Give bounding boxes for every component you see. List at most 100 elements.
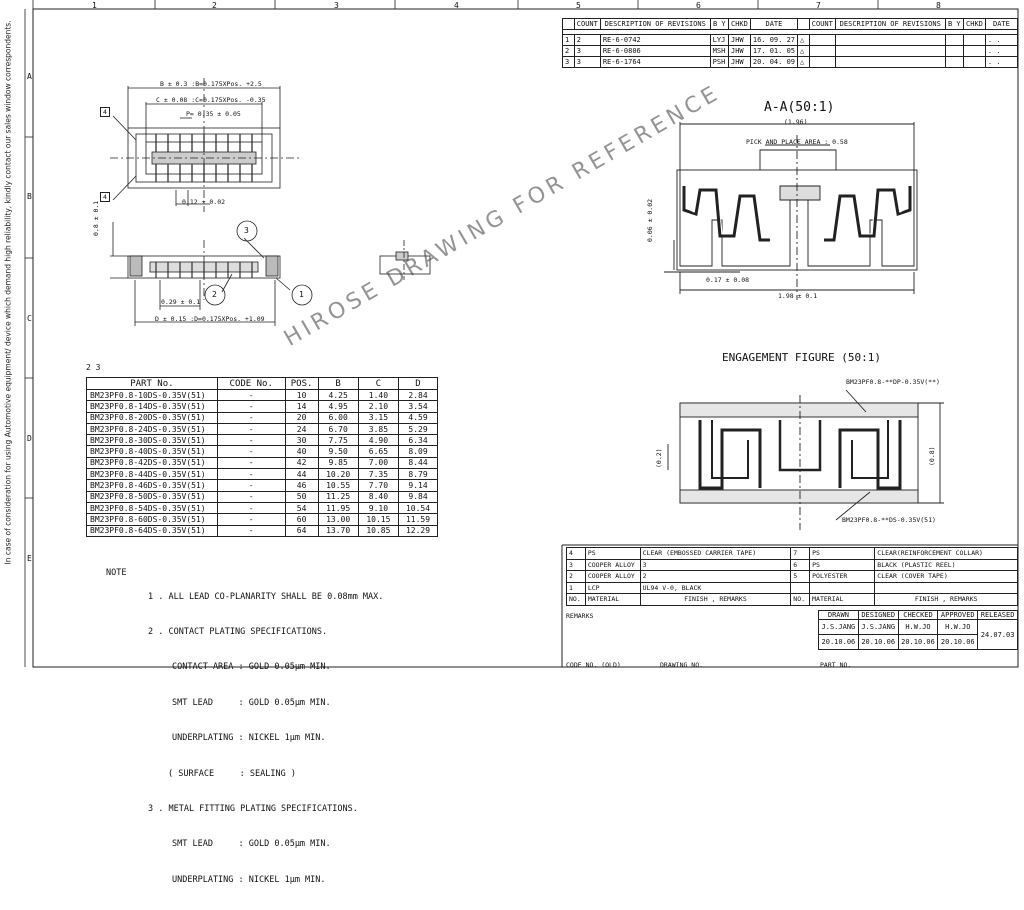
col-label: 2	[212, 1, 217, 10]
table-cell: 1.40	[357, 388, 400, 402]
table-cell: 11.25	[317, 490, 359, 503]
rev-mark: 2	[562, 45, 575, 57]
material-cell	[790, 581, 811, 594]
rev-desc: RE-6-1764	[599, 56, 711, 68]
notes-label: NOTE	[106, 568, 127, 578]
mat-header: NO.	[566, 593, 586, 606]
note-line: 2 . CONTACT PLATING SPECIFICATIONS.	[148, 626, 328, 637]
side-view-outline	[110, 220, 313, 326]
material-cell: PS	[809, 558, 876, 571]
table-cell: BM23PF0.8-30DS-0.35V(51)	[86, 434, 218, 447]
section-aa-outline	[664, 122, 918, 300]
rev-count: 3	[573, 45, 601, 57]
table-cell: 10.54	[398, 501, 438, 515]
parts-col-header: C	[357, 377, 400, 390]
drawing-sheet: 1 2 3 4 5 6 7 8 A B C D E In case of con…	[4, 0, 1019, 885]
parts-col-header: D	[398, 377, 438, 390]
table-cell: 10.55	[317, 479, 359, 492]
sign-date: 20.10.06	[897, 634, 939, 650]
table-cell: 6.70	[317, 422, 359, 436]
material-cell: 6	[790, 558, 811, 571]
rev-col	[797, 18, 810, 30]
rev-row: 2 3 RE-6-0806 MSH JHW 17. 01. 05 △ . .	[562, 45, 1019, 57]
table-cell: 10	[284, 388, 319, 402]
dim-029-label: 0.29 ± 0.1	[161, 298, 201, 306]
table-cell: 13.70	[317, 524, 359, 537]
mat-header: FINISH , REMARKS	[874, 593, 1018, 606]
rev-chkd: JHW	[728, 56, 751, 68]
note-line: SMT LEAD : GOLD 0.05μm MIN.	[172, 697, 331, 708]
sign-header: RELEASED	[977, 610, 1018, 620]
rev-desc: RE-6-0742	[599, 34, 711, 46]
row-label: C	[27, 314, 32, 323]
table-cell: -	[216, 434, 286, 447]
sign-header: APPROVED	[937, 610, 979, 620]
parts-col-header: POS.	[284, 377, 319, 390]
table-cell: 9.10	[357, 501, 400, 515]
table-cell: 5.29	[398, 422, 438, 436]
rev-desc: RE-6-0806	[599, 45, 711, 57]
material-cell	[874, 581, 1018, 594]
material-cell: 2	[566, 570, 586, 583]
rev-col-header: COUNT	[573, 18, 601, 30]
table-cell: BM23PF0.8-10DS-0.35V(51)	[86, 388, 218, 402]
col-label: 7	[816, 1, 821, 10]
parts-col-header: B	[317, 377, 359, 390]
table-cell: BM23PF0.8-44DS-0.35V(51)	[86, 468, 218, 481]
col-label: 8	[936, 1, 941, 10]
col-label: 6	[696, 1, 701, 10]
table-cell: 50	[284, 490, 319, 503]
rev-date-placeholder: . .	[984, 45, 1019, 57]
mat-header: FINISH , REMARKS	[639, 593, 792, 606]
rev-empty: △	[797, 56, 810, 68]
sign-name: H.W.JO	[937, 619, 979, 635]
table-cell: -	[216, 388, 286, 402]
table-cell: BM23PF0.8-60DS-0.35V(51)	[86, 513, 218, 526]
material-cell: BLACK (PLASTIC REEL)	[874, 558, 1018, 571]
engagement-top-part: BM23PF0.8-**DP-0.35V(**)	[846, 378, 940, 386]
table-cell: 40	[284, 445, 319, 458]
table-cell: 8.09	[398, 445, 438, 458]
table-cell: -	[216, 479, 286, 492]
table-cell: 8.40	[357, 490, 400, 503]
material-cell: COOPER ALLOY	[584, 558, 641, 571]
table-cell: BM23PF0.8-54DS-0.35V(51)	[86, 501, 218, 515]
table-cell: 44	[284, 468, 319, 481]
revisions-table: COUNT DESCRIPTION OF REVISIONS B Y CHKD …	[562, 18, 1019, 68]
material-cell: CLEAR (COVER TAPE)	[874, 570, 1018, 583]
table-cell: -	[216, 490, 286, 503]
dim-d-label: D ± 0.15 :D=0.175XPos. +1.09	[155, 315, 265, 323]
material-cell: 7	[790, 547, 811, 560]
material-cell: 3	[566, 558, 586, 571]
end-view-outline	[379, 240, 431, 280]
table-cell: 14	[284, 400, 319, 413]
dim-c-label: C ± 0.08 :C=0.175XPos. -0.35	[156, 96, 266, 104]
table-cell: -	[216, 456, 286, 470]
note-line: 3 . METAL FITTING PLATING SPECIFICATIONS…	[148, 803, 358, 814]
table-cell: 2.84	[398, 388, 438, 402]
engagement-title: ENGAGEMENT FIGURE (50:1)	[722, 351, 881, 364]
table-cell: -	[216, 524, 286, 537]
table-cell: 7.35	[357, 468, 400, 481]
note-line: UNDERPLATING : NICKEL 1μm MIN.	[172, 733, 326, 744]
table-cell: 9.84	[398, 490, 438, 503]
rev-date: 16. 09. 27	[749, 34, 799, 46]
table-cell: BM23PF0.8-46DS-0.35V(51)	[86, 479, 218, 492]
top-view-outline	[110, 78, 300, 212]
material-cell: 1	[566, 581, 586, 594]
table-cell: 3.54	[398, 400, 438, 413]
table-cell: 7.70	[357, 479, 400, 492]
rev-row: 3 3 RE-6-1764 PSH JHW 20. 04. 09 △ . .	[562, 56, 1019, 68]
table-cell: 3.85	[357, 422, 400, 436]
table-cell: 9.14	[398, 479, 438, 492]
col-label: 1	[92, 1, 97, 10]
rev-date-placeholder: . .	[984, 34, 1019, 46]
drawing-lines	[24, 0, 1019, 668]
